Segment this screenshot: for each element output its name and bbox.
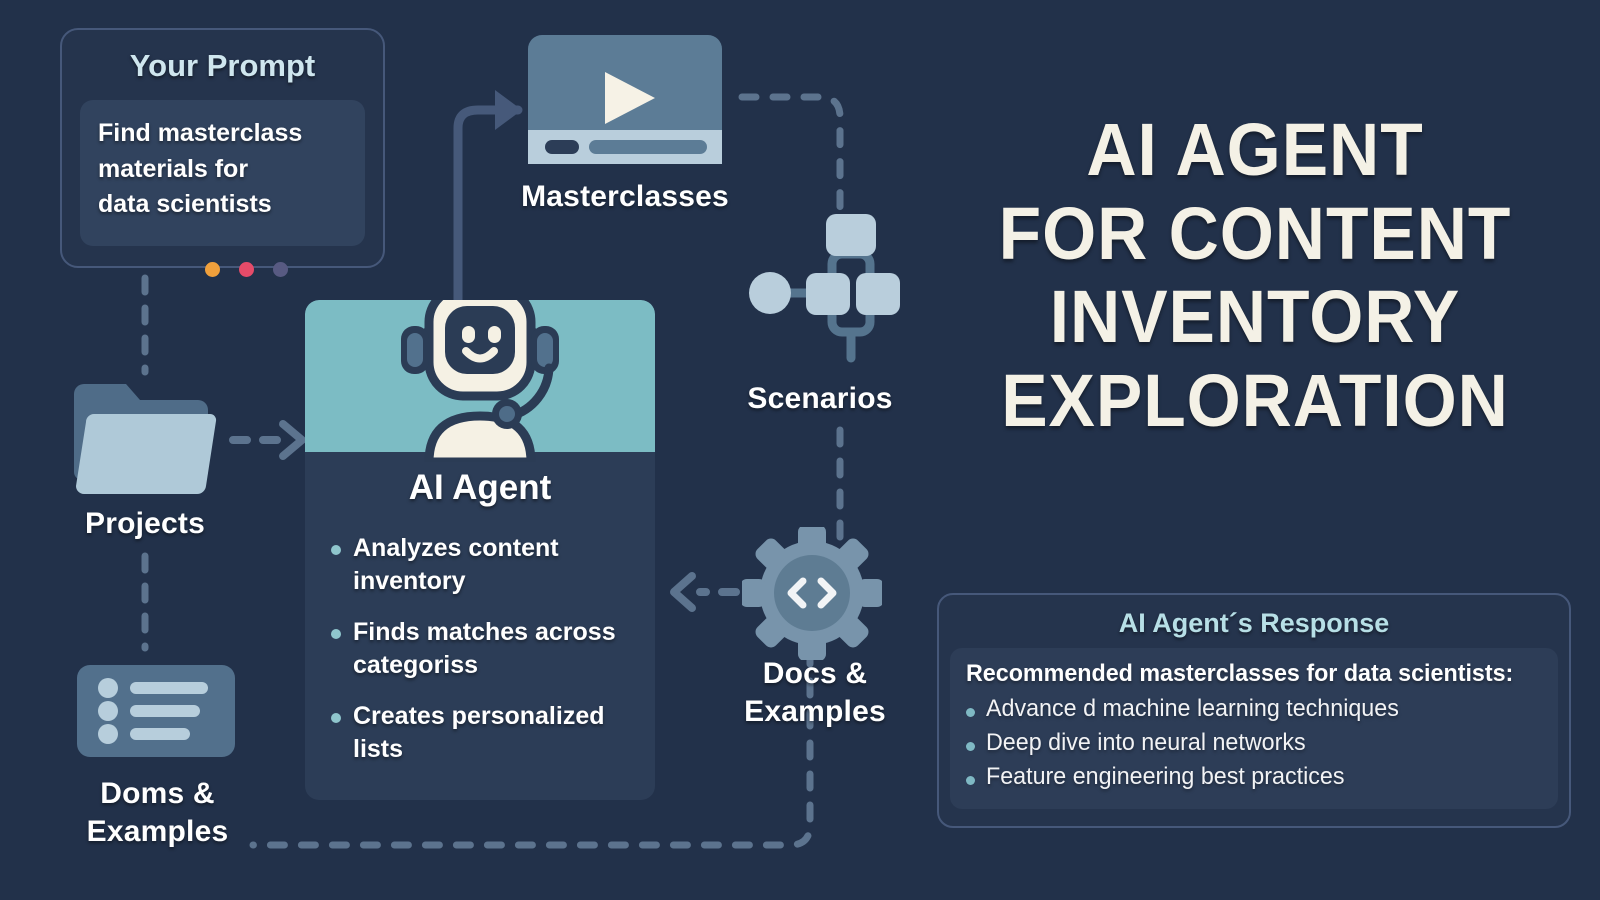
- node-masterclasses: [525, 32, 725, 172]
- node-docs-examples-label: Docs & Examples: [744, 657, 886, 729]
- dot-pink: [239, 262, 254, 277]
- dot-purple: [273, 262, 288, 277]
- agent-bullet-text: Finds matches across categoriss: [353, 618, 616, 679]
- list-item: Deep dive into neural networks: [966, 729, 1542, 757]
- list-item: Feature engineering best practices: [966, 763, 1542, 791]
- prompt-text: Find masterclass materials for data scie…: [98, 119, 303, 218]
- agent-response-card: AI Agent´s Response Recommended mastercl…: [937, 593, 1571, 828]
- video-player-icon: [528, 35, 722, 164]
- dot-orange: [205, 262, 220, 277]
- gear-code-icon: [740, 525, 884, 661]
- agent-bullet-text: Creates personalized lists: [353, 702, 605, 763]
- prompt-text-box: Find masterclass materials for data scie…: [80, 100, 365, 246]
- list-item: Finds matches across categoriss: [331, 616, 637, 682]
- title-line-1: AI AGENT: [1086, 108, 1424, 191]
- response-item-text: Deep dive into neural networks: [986, 729, 1306, 756]
- bullet-dot-icon: [331, 629, 341, 639]
- ai-agent-card: AI Agent Analyzes content inventory Find…: [305, 300, 655, 800]
- prompt-status-dots: [205, 262, 288, 277]
- node-docs-examples: [740, 525, 884, 665]
- response-item-text: Advance d machine learning techniques: [986, 695, 1399, 722]
- robot-avatar-icon: [401, 300, 559, 462]
- response-card-title: AI Agent´s Response: [1118, 608, 1390, 638]
- page-title: AI AGENT FOR CONTENT INVENTORY EXPLORATI…: [955, 108, 1555, 442]
- prompt-card-title: Your Prompt: [129, 48, 316, 83]
- node-masterclasses-label: Masterclasses: [521, 180, 729, 213]
- title-line-2: FOR CONTENT: [998, 191, 1512, 275]
- response-item-text: Feature engineering best practices: [986, 763, 1345, 790]
- your-prompt-card: Your Prompt Find masterclass materials f…: [60, 28, 385, 268]
- bullet-dot-icon: [331, 713, 341, 723]
- response-body: Recommended masterclasses for data scien…: [950, 648, 1558, 809]
- node-projects-label: Projects: [85, 507, 205, 540]
- node-scenarios-label: Scenarios: [747, 382, 893, 415]
- folder-icon: [74, 384, 217, 495]
- agent-bullet-text: Analyzes content inventory: [353, 534, 559, 595]
- agent-capability-list: Analyzes content inventory Finds matches…: [305, 532, 655, 784]
- bullet-dot-icon: [966, 708, 975, 717]
- bullet-dot-icon: [966, 742, 975, 751]
- list-item: Analyzes content inventory: [331, 532, 637, 598]
- response-heading: Recommended masterclasses for data scien…: [966, 660, 1514, 687]
- node-scenarios: [740, 212, 900, 372]
- bullet-dot-icon: [331, 545, 341, 555]
- title-line-4: EXPLORATION: [1001, 358, 1509, 442]
- list-item: Creates personalized lists: [331, 700, 637, 766]
- bullet-dot-icon: [966, 776, 975, 785]
- title-line-3: INVENTORY: [1049, 275, 1461, 359]
- node-graph-icon: [749, 214, 900, 363]
- node-doms-examples-label: Doms & Examples: [86, 777, 229, 849]
- agent-name: AI Agent: [408, 468, 552, 507]
- node-doms-examples: [77, 665, 235, 762]
- list-item: Advance d machine learning techniques: [966, 695, 1542, 723]
- list-icon: [77, 665, 235, 757]
- node-projects: [72, 380, 220, 503]
